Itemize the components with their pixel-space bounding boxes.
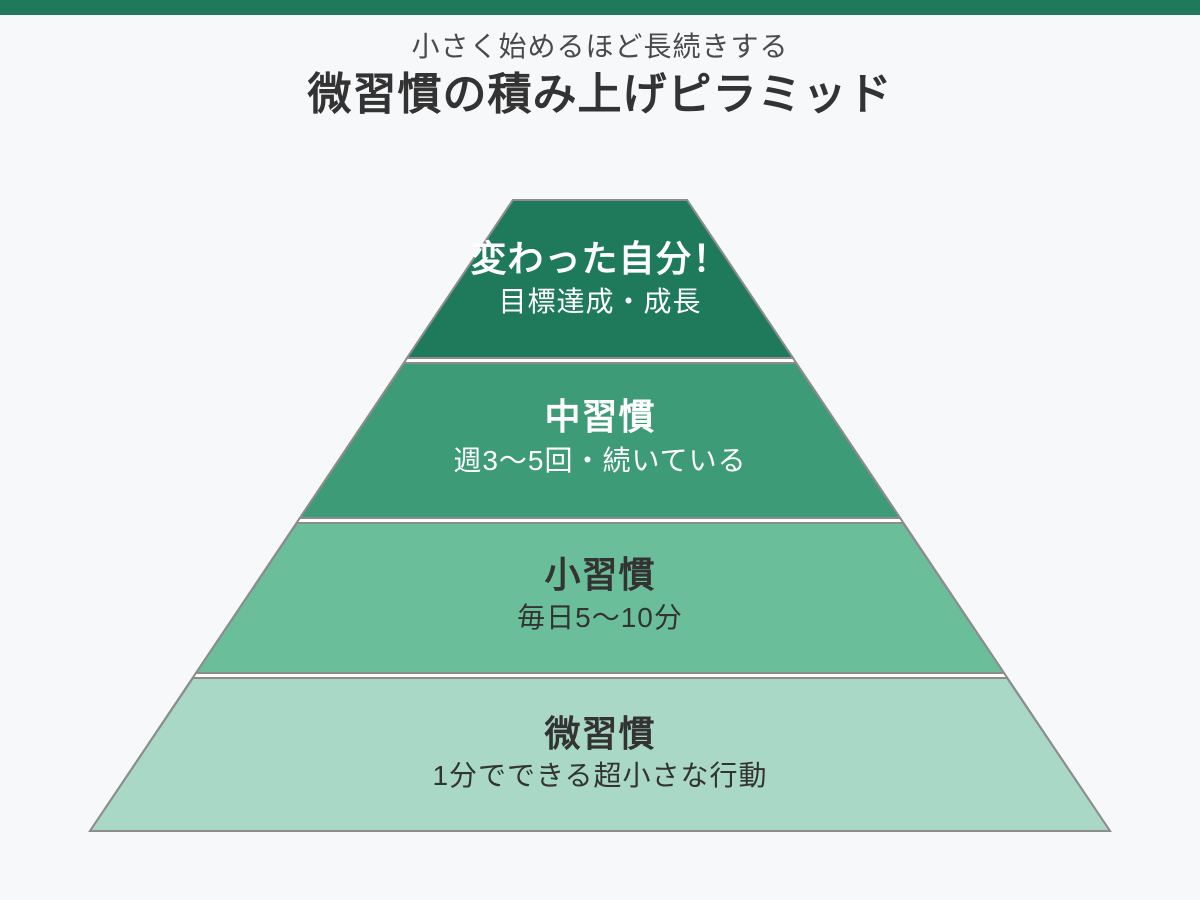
pyramid-level-3-label: 小習慣 <box>544 554 655 595</box>
pyramid-level-1-shape <box>405 199 795 359</box>
top-accent-bar <box>0 0 1200 15</box>
page-title: 微習慣の積み上げピラミッド <box>307 69 893 119</box>
pyramid-level-4-shape <box>88 677 1112 832</box>
pyramid-level-4-label: 微習慣 <box>543 713 655 754</box>
page-subtitle: 小さく始めるほど長続きする <box>411 31 789 62</box>
pyramid-level-2-shape <box>298 362 902 519</box>
pyramid-level-3-shape <box>194 522 1006 674</box>
pyramid-level-3-description: 毎日5〜10分 <box>517 602 683 633</box>
pyramid-level-2-label: 中習慣 <box>544 396 655 437</box>
pyramid-level-1-label: 変わった自分！ <box>470 238 729 279</box>
header: 小さく始めるほど長続きする 微習慣の積み上げピラミッド <box>0 15 1200 119</box>
pyramid-level-4-description: 1分でできる超小さな行動 <box>432 760 767 791</box>
pyramid-level-1-description: 目標達成・成長 <box>498 286 701 317</box>
pyramid-level-2-description: 週3〜5回・続いている <box>453 445 746 476</box>
